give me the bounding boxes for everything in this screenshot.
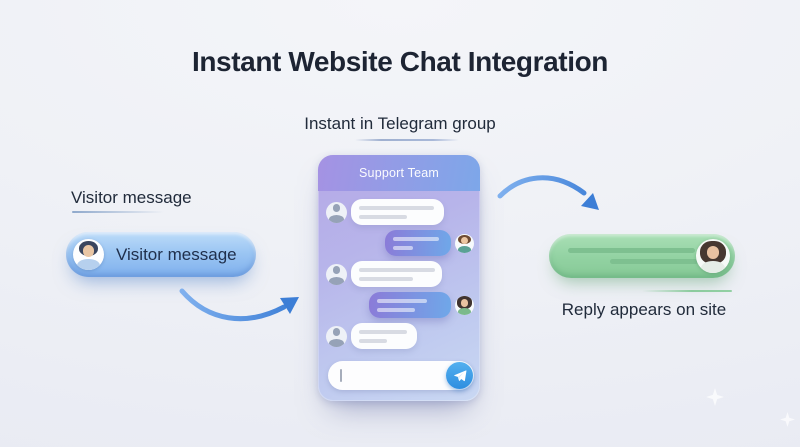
sparkle-icon	[780, 412, 795, 427]
site-reply-pill	[549, 234, 735, 278]
man-avatar-icon	[455, 233, 474, 253]
text-cursor	[340, 369, 342, 382]
redacted-text-line	[359, 206, 434, 210]
chat-message-row	[326, 261, 475, 287]
chat-messages	[318, 191, 480, 357]
message-bubble	[351, 199, 444, 225]
arrow-chat-to-site-icon	[497, 175, 599, 210]
chat-input[interactable]	[328, 361, 474, 390]
label-visitor-message: Visitor message	[71, 188, 192, 207]
reply-text-line	[610, 259, 698, 264]
support-woman-avatar-icon	[696, 239, 730, 273]
telegram-chat-window: Support Team	[318, 155, 480, 401]
woman-avatar-icon	[455, 295, 474, 315]
message-bubble	[351, 261, 442, 287]
reply-text-line	[568, 248, 695, 253]
chat-message-row	[326, 323, 475, 349]
telegram-label-underline	[355, 139, 459, 141]
send-button[interactable]	[446, 362, 473, 389]
chat-message-row	[326, 199, 475, 225]
arrow-visitor-to-chat-icon	[179, 288, 299, 322]
redacted-text-line	[359, 268, 435, 272]
redacted-text-line	[393, 237, 439, 241]
redacted-text-line	[359, 215, 407, 219]
redacted-text-line	[377, 299, 427, 303]
visitor-pill-label: Visitor message	[116, 244, 237, 264]
visitor-person-avatar-icon	[73, 239, 104, 270]
generic-avatar-icon	[326, 263, 347, 285]
generic-avatar-icon	[326, 325, 347, 347]
message-bubble	[385, 230, 451, 256]
page-title: Instant Website Chat Integration	[191, 46, 609, 77]
chat-message-row	[326, 230, 475, 256]
message-bubble	[351, 323, 417, 349]
label-telegram-group: Instant in Telegram group	[304, 114, 496, 133]
sparkle-icon	[706, 388, 724, 406]
label-reply-on-site: Reply appears on site	[561, 300, 727, 319]
message-bubble	[369, 292, 451, 318]
redacted-text-line	[359, 330, 407, 334]
telegram-plane-icon	[453, 369, 467, 383]
redacted-text-line	[359, 277, 413, 281]
generic-avatar-icon	[326, 201, 347, 223]
chat-message-row	[326, 292, 475, 318]
chat-header-title: Support Team	[318, 155, 480, 191]
visitor-label-underline	[72, 211, 164, 213]
reply-label-underline	[642, 290, 732, 292]
redacted-text-line	[359, 339, 387, 343]
redacted-text-line	[393, 246, 413, 250]
redacted-text-line	[377, 308, 415, 312]
visitor-message-pill: Visitor message	[66, 232, 256, 277]
